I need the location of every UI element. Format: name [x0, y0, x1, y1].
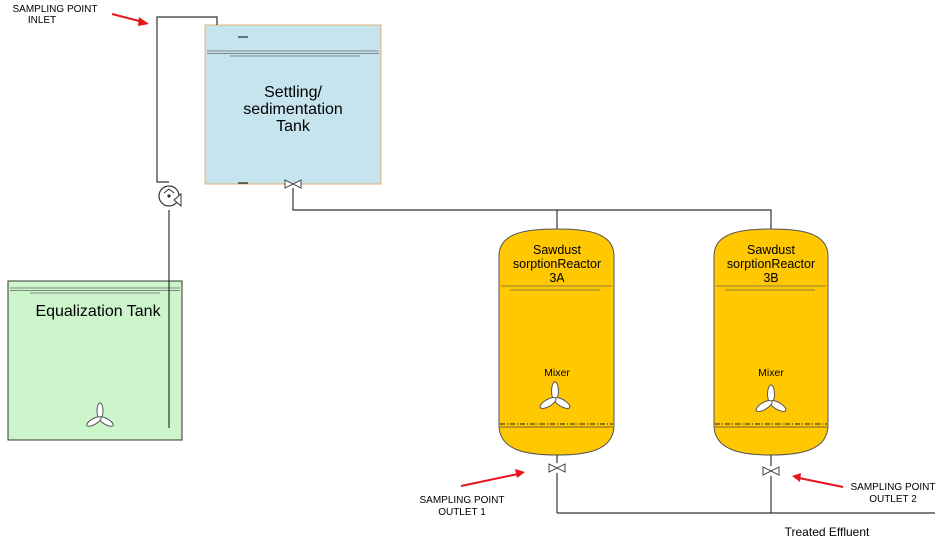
settling-tank: Settling/ sedimentation Tank: [204, 24, 382, 185]
reactor-3b-label-1: Sawdust: [747, 243, 795, 257]
settling-tank-label-3: Tank: [276, 118, 311, 135]
inlet-pipe: [156, 16, 218, 428]
equalization-tank: Equalization Tank: [7, 280, 183, 441]
reactor-3b-mixer-label: Mixer: [758, 367, 784, 379]
sampling-outlet1-label-2: OUTLET 1: [438, 507, 486, 518]
sampling-inlet-label-2: INLET: [28, 15, 56, 26]
pump-icon: [158, 185, 182, 208]
valve-icon: [548, 463, 566, 473]
propeller-icon: [86, 402, 114, 427]
valve-icon: [762, 466, 780, 476]
reactor-3a: Sawdust sorptionReactor 3A Mixer: [498, 228, 615, 456]
valve-icon: [284, 179, 302, 189]
sampling-outlet1-label-1: SAMPLING POINT: [419, 495, 504, 506]
sampling-inlet-label-1: SAMPLING POINT: [12, 4, 97, 15]
sampling-inlet-marker: [111, 13, 149, 26]
treated-effluent-label: Treated Effluent: [785, 525, 870, 539]
sampling-outlet2-marker: [792, 473, 844, 488]
reactor-3a-label-2: sorptionReactor: [513, 257, 601, 271]
reactor-3a-label-1: Sawdust: [533, 243, 581, 257]
propeller-icon: [755, 384, 787, 412]
reactor-3a-label-3: 3A: [549, 271, 565, 285]
reactor-3a-mixer-label: Mixer: [544, 367, 570, 379]
settling-tank-label-2: sedimentation: [243, 101, 343, 118]
sampling-outlet2-label-2: OUTLET 2: [869, 494, 917, 505]
distribution-pipe: [292, 188, 772, 230]
reactor-3b-label-2: sorptionReactor: [727, 257, 815, 271]
equalization-tank-label: Equalization Tank: [35, 303, 161, 320]
settling-tank-label-1: Settling/: [264, 84, 322, 101]
reactor-3b: Sawdust sorptionReactor 3B Mixer: [713, 228, 829, 456]
propeller-icon: [539, 381, 571, 409]
sampling-outlet1-marker: [460, 469, 525, 487]
sampling-outlet2-label-1: SAMPLING POINT: [850, 482, 935, 493]
effluent-pipe: [556, 455, 935, 514]
reactor-3b-label-3: 3B: [763, 271, 778, 285]
